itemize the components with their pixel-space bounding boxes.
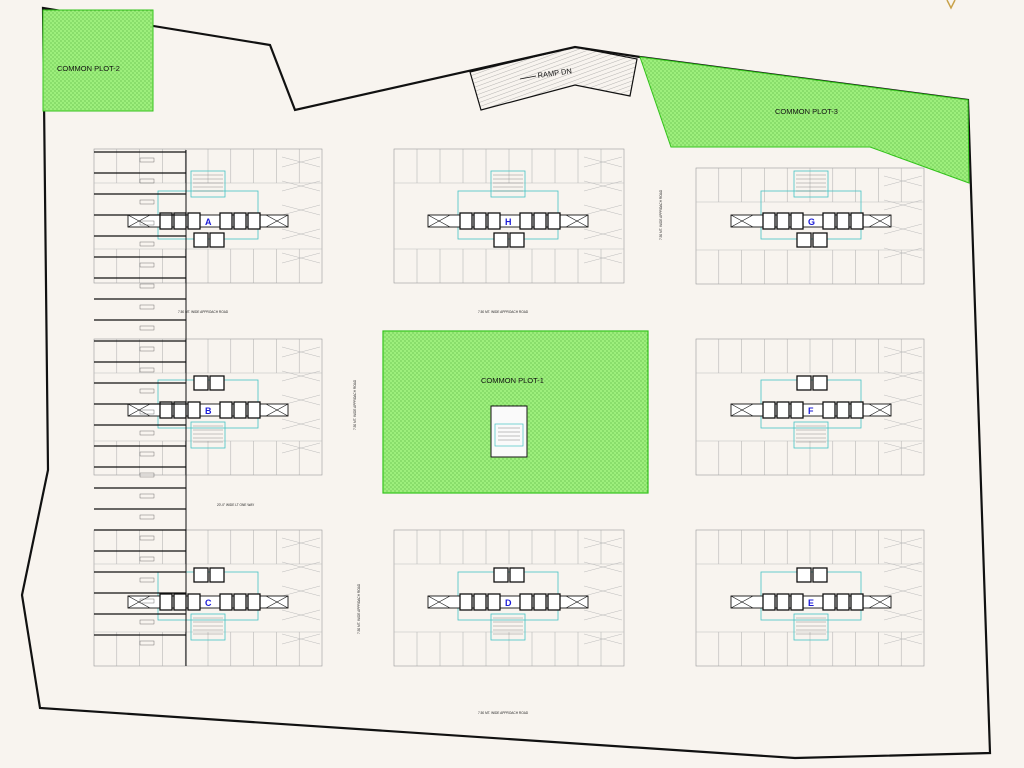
road-label-side: 20'-0" WIDE LT ONE WAY [217,503,255,507]
block-label-c: C [205,598,212,608]
block-b: B [93,338,323,476]
west-shop-strips [94,150,187,666]
road-label-top-left: 7.50 MT. WIDE APPROACH ROAD [178,310,229,314]
block-c: C [93,529,323,667]
block-label-e: E [808,598,814,608]
block-label-h: H [505,217,512,227]
block-d: D [393,529,625,667]
block-f: F [695,338,925,476]
block-g: G [695,167,925,285]
block-label-a: A [205,217,212,227]
common-plot-2 [42,9,154,112]
ramp-arrow-icon [519,75,537,80]
road-label-vertical-mid-lower: 7.50 MT. WIDE APPROACH ROAD [357,583,361,634]
common-plot-2-label: COMMON PLOT-2 [57,64,120,73]
block-label-g: G [808,217,815,227]
road-label-vertical-mid-upper: 7.50 MT. WIDE APPROACH ROAD [353,379,357,430]
site-boundary [20,6,992,760]
block-h: H [393,148,625,284]
common-plot-3-label: COMMON PLOT-3 [775,107,838,116]
road-label-bottom: 7.50 MT. WIDE APPROACH ROAD [478,711,529,715]
common-plot-1-label: COMMON PLOT-1 [481,376,544,385]
block-a: A [93,148,323,284]
block-label-f: F [808,406,814,416]
north-arrow-icon [946,0,956,10]
block-label-d: D [505,598,512,608]
common-plot-3 [639,56,970,184]
ramp-down [469,46,638,111]
road-label-vertical-right: 7.50 MT. WIDE APPROACH ROAD [659,189,663,240]
block-label-b: B [205,406,212,416]
buildings-layer: A H G B F C D E [93,148,925,667]
plot-1-stair-structure [490,405,528,458]
block-e: E [695,529,925,667]
road-label-top-mid: 7.50 MT. WIDE APPROACH ROAD [478,310,529,314]
